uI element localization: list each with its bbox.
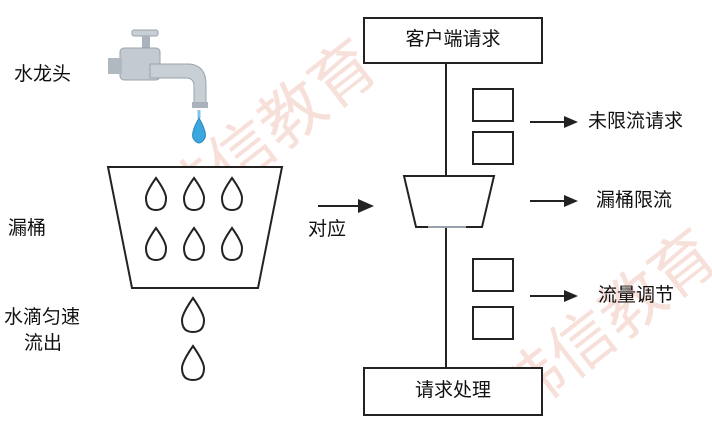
- drop-icon: [180, 296, 206, 334]
- drop-icon: [182, 176, 206, 212]
- request-processing-label: 请求处理: [414, 379, 491, 401]
- unlimited-request-label: 未限流请求: [588, 110, 684, 132]
- regulated-label: 流量调节: [598, 284, 675, 306]
- faucet-icon: [108, 29, 208, 118]
- client-request-label: 客户端请求: [405, 28, 501, 50]
- drop-icon: [220, 176, 244, 212]
- drop-icon: [144, 226, 168, 262]
- limiter-arrow: [530, 195, 578, 207]
- client-request-box: [363, 17, 543, 64]
- unlimited-request-square: [472, 131, 514, 165]
- unlimited-arrow: [530, 116, 578, 128]
- regulated-arrow: [530, 290, 578, 302]
- limiter-bucket-shape: [402, 175, 496, 228]
- regulated-request-square: [472, 258, 514, 292]
- correspond-label: 对应: [308, 218, 347, 240]
- request-processing-box: [363, 367, 543, 416]
- limiter-label: 漏桶限流: [596, 189, 673, 211]
- drop-icon: [182, 226, 206, 262]
- faucet-label: 水龙头: [14, 63, 72, 85]
- water-drop-from-faucet-icon: [192, 116, 206, 144]
- drop-icon: [180, 344, 206, 382]
- bucket-label: 漏桶: [8, 217, 47, 239]
- drip-label-line1: 水滴匀速: [4, 306, 81, 328]
- correspond-arrow: [318, 199, 374, 213]
- regulated-request-square: [472, 306, 514, 340]
- drop-icon: [144, 176, 168, 212]
- drop-icon: [220, 226, 244, 262]
- unlimited-request-square: [472, 88, 514, 122]
- outflow-drops: [180, 296, 206, 382]
- drip-label-line2: 流出: [24, 332, 63, 354]
- bucket-drops: [144, 176, 244, 262]
